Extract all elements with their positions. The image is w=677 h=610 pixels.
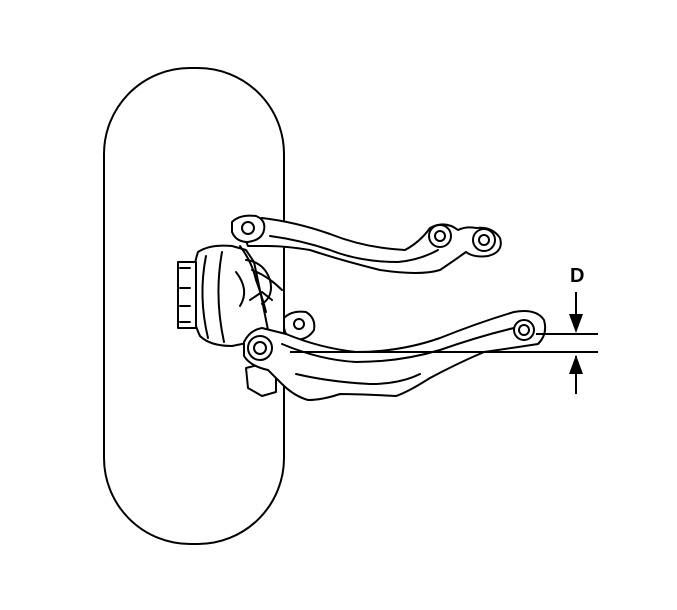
- measurement-dimension: D: [290, 265, 598, 394]
- upper-arm-bushing-1: [428, 224, 452, 248]
- knuckle-hub-assembly: [177, 214, 316, 397]
- arrow-down-icon: [569, 314, 583, 333]
- dimension-label: D: [570, 265, 584, 287]
- upper-control-arm: [237, 217, 502, 274]
- lower-arm-inner-bushing: [513, 319, 535, 341]
- lower-arm-outer-bushing: [247, 335, 273, 361]
- lower-control-arm: [243, 310, 547, 401]
- upper-arm-bushing-2: [472, 228, 496, 252]
- arrow-up-icon: [569, 355, 583, 374]
